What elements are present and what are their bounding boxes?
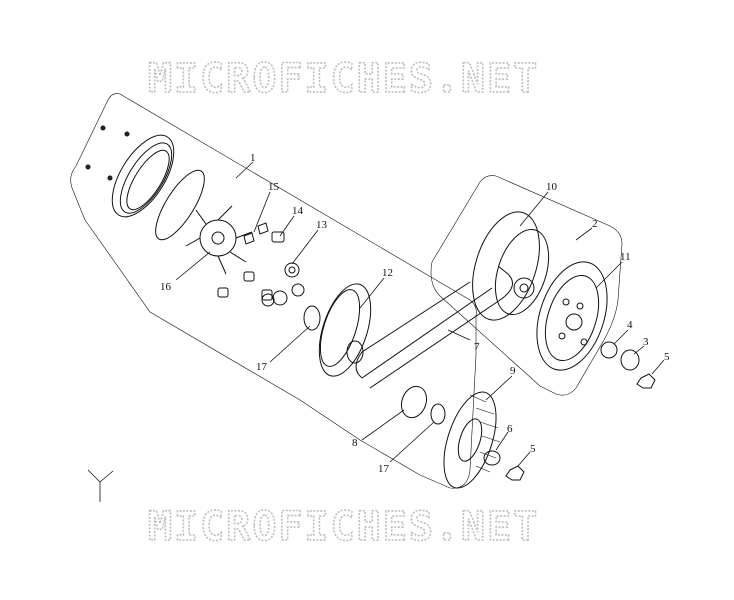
callout-2: 2 bbox=[592, 218, 598, 230]
orientation-axis-icon bbox=[87, 469, 114, 502]
callout-10: 10 bbox=[546, 181, 558, 193]
spacer-ring-upper bbox=[303, 305, 321, 331]
washer bbox=[483, 450, 501, 466]
driven-pulley bbox=[472, 211, 550, 321]
leader-lines bbox=[175, 161, 665, 467]
callout-12: 12 bbox=[382, 267, 393, 279]
assembly-outline-right bbox=[430, 175, 623, 396]
callout-14: 14 bbox=[292, 205, 304, 217]
drive-belt bbox=[355, 265, 513, 389]
callout-15: 15 bbox=[268, 181, 280, 193]
slider-pieces bbox=[243, 222, 269, 245]
assembly-outline-left bbox=[70, 93, 477, 489]
callout-4: 4 bbox=[627, 319, 633, 331]
o-ring bbox=[155, 169, 205, 241]
collar-set bbox=[261, 262, 305, 307]
watermark-top: MICROFICHES.NET bbox=[148, 56, 539, 102]
movable-drive-face bbox=[318, 283, 372, 377]
callout-1: 1 bbox=[250, 152, 256, 164]
fan-drive-face bbox=[443, 391, 501, 489]
watermark-bottom: MICROFICHES.NET bbox=[148, 504, 539, 550]
shaft-collar bbox=[400, 385, 428, 419]
callout-7: 7 bbox=[474, 341, 480, 353]
callout-13: 13 bbox=[316, 219, 328, 231]
drive-nut bbox=[505, 465, 525, 481]
clutch-washer bbox=[600, 341, 618, 359]
clutch-nut bbox=[620, 349, 640, 371]
callout-numbers: 1 15 14 13 16 12 17 10 2 11 4 3 5 7 9 8 … bbox=[160, 152, 670, 475]
clutch-outer-nut bbox=[636, 373, 656, 389]
callout-8: 8 bbox=[352, 437, 358, 449]
callout-16: 16 bbox=[160, 281, 172, 293]
callout-11: 11 bbox=[620, 251, 631, 263]
spacer-ring-lower bbox=[430, 403, 446, 425]
callout-5-lower: 5 bbox=[530, 443, 536, 455]
screws bbox=[85, 125, 130, 181]
variator-cover bbox=[111, 134, 175, 218]
callout-6: 6 bbox=[507, 423, 513, 435]
callout-17-lower: 17 bbox=[378, 463, 390, 475]
ramp-plate bbox=[185, 205, 253, 275]
clutch-bell bbox=[536, 261, 608, 371]
callout-5-upper: 5 bbox=[664, 351, 670, 363]
callout-17-upper: 17 bbox=[256, 361, 268, 373]
callout-3: 3 bbox=[643, 336, 649, 348]
callout-9: 9 bbox=[510, 365, 516, 377]
